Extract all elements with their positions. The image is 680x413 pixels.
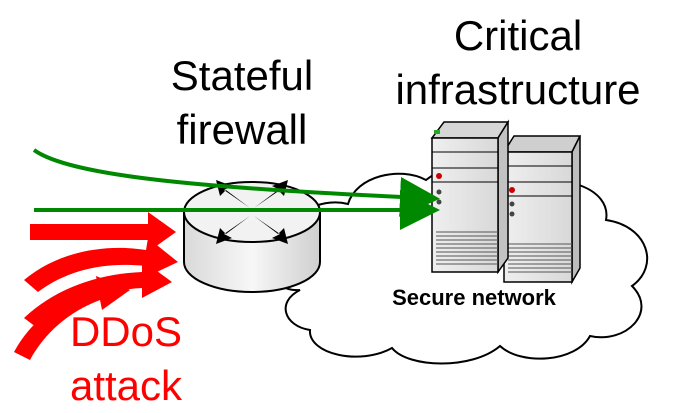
firewall-label-line1: Stateful <box>171 52 313 99</box>
ddos-arrows <box>14 212 178 360</box>
ddos-label-line1: DDoS <box>70 308 182 355</box>
infrastructure-label-line2: infrastructure <box>395 66 640 113</box>
firewall-label-line2: firewall <box>177 106 308 153</box>
infrastructure-label-line1: Critical <box>454 12 582 59</box>
server-icon <box>430 119 582 285</box>
legit-flow-curve <box>32 148 440 217</box>
network-label: Secure network <box>392 285 557 310</box>
router-icon <box>183 180 321 293</box>
ddos-label-line2: attack <box>70 362 183 409</box>
